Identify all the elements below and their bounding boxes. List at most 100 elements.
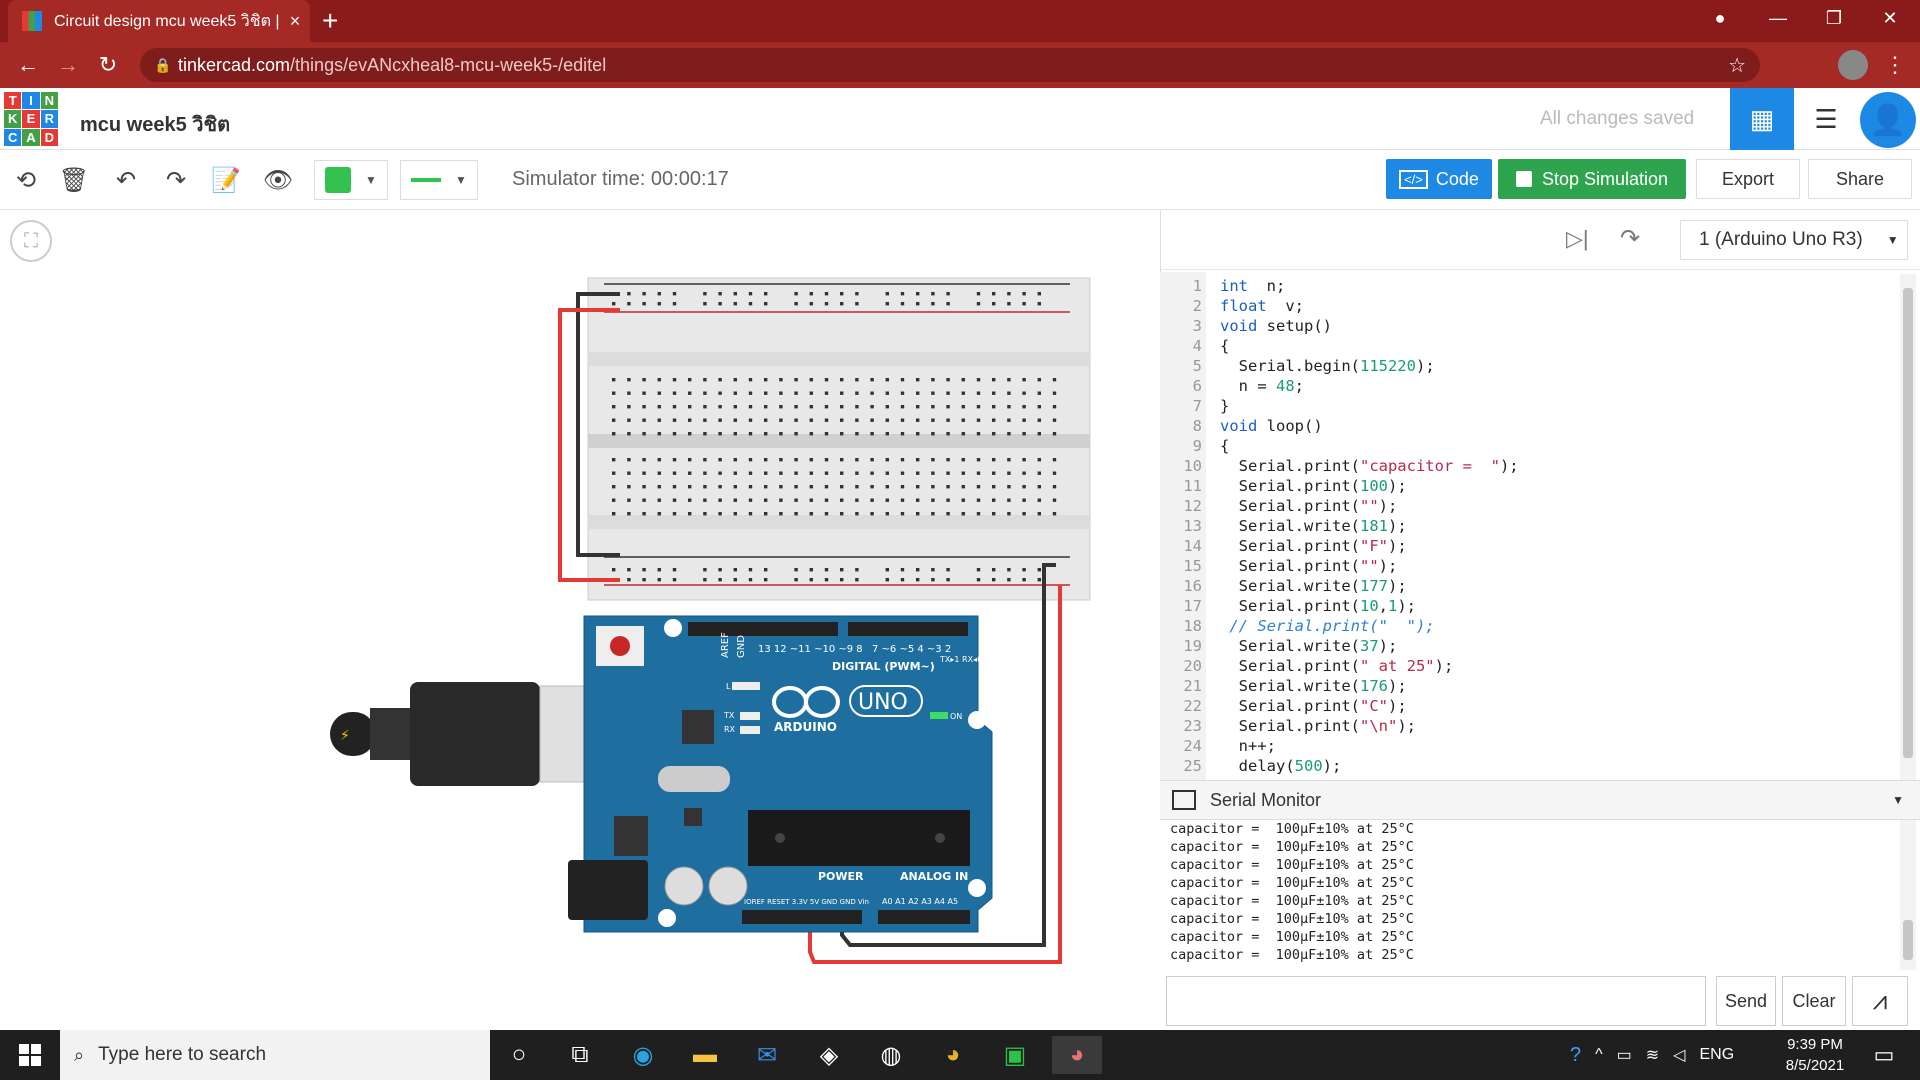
browser-menu-icon[interactable]: ⋮: [1884, 52, 1906, 77]
code-line[interactable]: Serial.write(176);: [1220, 676, 1519, 696]
code-line[interactable]: Serial.print("F");: [1220, 536, 1519, 556]
tab-close-icon[interactable]: ×: [289, 10, 301, 31]
fit-view-icon[interactable]: ⛶: [10, 220, 52, 262]
mail-icon[interactable]: ✉: [756, 1041, 778, 1069]
code-line[interactable]: Serial.print(100);: [1220, 476, 1519, 496]
code-line[interactable]: Serial.print("");: [1220, 496, 1519, 516]
redo-icon[interactable]: ↷: [165, 166, 187, 194]
task-view-icon[interactable]: ⧉: [571, 1041, 589, 1068]
windows-start-icon[interactable]: [0, 1030, 60, 1080]
graph-icon[interactable]: ⩘: [1852, 976, 1908, 1026]
code-line[interactable]: {: [1220, 336, 1519, 356]
minimize-icon[interactable]: —: [1769, 8, 1787, 28]
code-line[interactable]: Serial.print("C");: [1220, 696, 1519, 716]
browser-tab[interactable]: Circuit design mcu week5 วิชิต | T ×: [8, 0, 310, 42]
cortana-icon[interactable]: ○: [511, 1041, 527, 1068]
code-line[interactable]: delay(500);: [1220, 756, 1519, 776]
chrome-active-icon[interactable]: ◕: [1052, 1036, 1102, 1074]
line-app-icon[interactable]: ▣: [1003, 1041, 1027, 1069]
code-line[interactable]: Serial.print(" at 25");: [1220, 656, 1519, 676]
arduino-uno-board[interactable]: AREF GND 13 12 ~11 ~10 ~9 8 7 ~6 ~5 4 ~3…: [568, 615, 993, 933]
user-avatar[interactable]: 👤: [1860, 92, 1916, 148]
code-line[interactable]: Serial.write(181);: [1220, 516, 1519, 536]
chrome-icon[interactable]: ◕: [945, 1041, 961, 1068]
chevron-down-icon[interactable]: ▼: [1892, 793, 1904, 807]
code-scrollbar[interactable]: [1900, 274, 1916, 780]
code-line[interactable]: Serial.print("");: [1220, 556, 1519, 576]
wire-color-picker[interactable]: ▼: [314, 160, 388, 200]
export-button[interactable]: Export: [1696, 159, 1800, 199]
step-over-icon[interactable]: ↷: [1620, 225, 1641, 252]
serial-monitor-header[interactable]: Serial Monitor ▼: [1160, 780, 1920, 820]
bookmark-star-icon[interactable]: ☆: [1728, 54, 1746, 77]
notes-icon[interactable]: 📝: [211, 166, 241, 194]
serial-scrollbar-thumb[interactable]: [1903, 920, 1913, 960]
breadboard-holes[interactable]: [612, 292, 1057, 582]
code-editor[interactable]: int n;float v;void setup(){ Serial.begin…: [1220, 276, 1519, 776]
code-token: );: [1434, 657, 1454, 675]
restore-icon[interactable]: ❐: [1825, 8, 1843, 28]
file-explorer-icon[interactable]: ▬: [693, 1041, 717, 1068]
wire-red-5v[interactable]: [808, 585, 1062, 964]
code-line[interactable]: void setup(): [1220, 316, 1519, 336]
step-icon[interactable]: ▷|: [1566, 226, 1589, 251]
clear-button[interactable]: Clear: [1782, 976, 1846, 1026]
circuit-view-icon[interactable]: ▦: [1730, 88, 1794, 150]
taskbar-clock[interactable]: 9:39 PM 8/5/2021: [1770, 1034, 1860, 1076]
back-icon[interactable]: ←: [17, 52, 39, 77]
code-line[interactable]: float v;: [1220, 296, 1519, 316]
share-button[interactable]: Share: [1808, 159, 1912, 199]
component-list-icon[interactable]: ☰: [1814, 103, 1838, 134]
serial-input[interactable]: [1166, 976, 1706, 1026]
tray-chevron-icon[interactable]: ^: [1595, 1046, 1603, 1063]
stop-simulation-button[interactable]: Stop Simulation: [1498, 159, 1686, 199]
help-icon[interactable]: ?: [1570, 1043, 1582, 1066]
code-line[interactable]: Serial.print(10,1);: [1220, 596, 1519, 616]
undo-icon[interactable]: ↶: [115, 166, 137, 194]
device-select[interactable]: 1 (Arduino Uno R3) ▼: [1680, 220, 1908, 260]
clock-time: 9:39 PM: [1787, 1036, 1843, 1053]
reload-icon[interactable]: ↻: [98, 52, 118, 77]
code-line[interactable]: Serial.print("\n");: [1220, 716, 1519, 736]
delete-icon[interactable]: 🗑: [58, 166, 90, 194]
rotate-icon[interactable]: ⟲: [15, 166, 37, 194]
wire-type-picker[interactable]: ▼: [400, 160, 478, 200]
new-tab-button[interactable]: +: [322, 5, 339, 36]
circuit-drawing[interactable]: ⚡ AREF GND 13 12 ~11 ~10 ~9 8 7: [0, 210, 1158, 1030]
code-line[interactable]: // Serial.print(" ");: [1220, 616, 1519, 636]
send-button[interactable]: Send: [1716, 976, 1776, 1026]
forward-icon[interactable]: →: [57, 52, 79, 77]
code-line[interactable]: {: [1220, 436, 1519, 456]
volume-icon[interactable]: ◁: [1673, 1047, 1686, 1064]
project-name[interactable]: mcu week5 วิชิต: [80, 114, 231, 136]
serial-scrollbar[interactable]: [1900, 820, 1916, 970]
code-line[interactable]: Serial.write(177);: [1220, 576, 1519, 596]
wire-black-left[interactable]: [576, 292, 620, 557]
language-indicator[interactable]: ENG: [1699, 1046, 1735, 1063]
notification-icon[interactable]: ▭: [1873, 1042, 1895, 1067]
code-line[interactable]: void loop(): [1220, 416, 1519, 436]
code-line[interactable]: Serial.print("capacitor = ");: [1220, 456, 1519, 476]
breadboard[interactable]: [587, 277, 1091, 601]
code-button[interactable]: </> Code: [1386, 159, 1492, 199]
taskbar-search[interactable]: ⌕ Type here to search: [60, 1030, 490, 1080]
wire-red-left[interactable]: [558, 308, 620, 582]
profile-avatar[interactable]: [1838, 50, 1868, 80]
edge-icon[interactable]: ◉: [632, 1041, 654, 1069]
code-line[interactable]: int n;: [1220, 276, 1519, 296]
visibility-eye-icon[interactable]: 👁: [262, 166, 294, 194]
dropbox-icon[interactable]: ◈: [819, 1041, 839, 1069]
battery-icon[interactable]: ▭: [1616, 1047, 1632, 1064]
code-line[interactable]: n++;: [1220, 736, 1519, 756]
code-line[interactable]: n = 48;: [1220, 376, 1519, 396]
code-scrollbar-thumb[interactable]: [1903, 288, 1913, 758]
code-line[interactable]: Serial.write(37);: [1220, 636, 1519, 656]
wifi-icon[interactable]: ≋: [1645, 1047, 1660, 1064]
code-line[interactable]: Serial.begin(115220);: [1220, 356, 1519, 376]
close-window-icon[interactable]: ✕: [1882, 8, 1898, 28]
app-icon[interactable]: ◍: [880, 1041, 902, 1069]
url-field[interactable]: 🔒 tinkercad.com/things/evANcxheal8-mcu-w…: [140, 48, 1760, 82]
profile-dropdown-icon[interactable]: ●: [1714, 8, 1726, 28]
code-line[interactable]: }: [1220, 396, 1519, 416]
